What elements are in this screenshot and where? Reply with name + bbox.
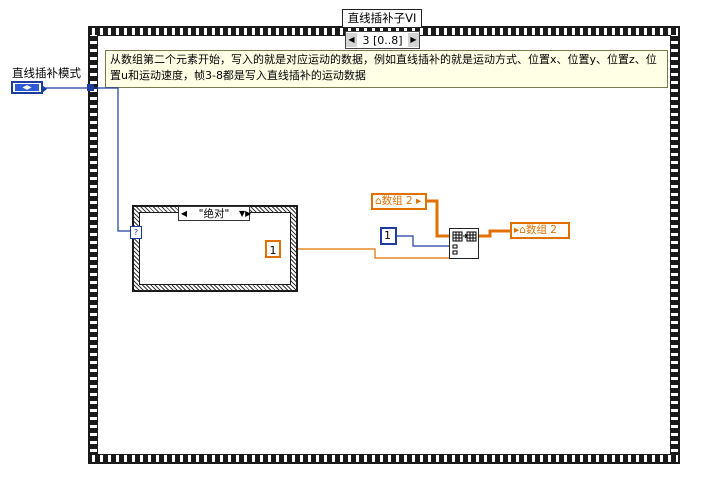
- frame-selector-value: 3 [0..8]: [362, 33, 403, 47]
- orange-wire-to-func: [297, 248, 449, 259]
- case-selector-terminal[interactable]: ?: [130, 226, 142, 239]
- array-wire-in: [427, 199, 449, 238]
- replace-array-subset-function[interactable]: [449, 228, 479, 259]
- enum-control-terminal[interactable]: ◀▶: [11, 81, 47, 94]
- tunnel-blue: [87, 84, 94, 91]
- case-selector-value: "绝对": [198, 208, 230, 220]
- numeric-constant-blue[interactable]: 1: [380, 227, 397, 245]
- enum-icon: ◀▶: [15, 84, 39, 91]
- case-prev-arrow-icon[interactable]: ◀: [180, 209, 188, 218]
- local-variable-icon: ⌂: [375, 195, 382, 207]
- frame-selector[interactable]: ◀ 3 [0..8] ▶: [345, 31, 420, 49]
- frame-next-arrow-icon[interactable]: ▶: [407, 33, 419, 47]
- blue-wire-index: [397, 235, 449, 247]
- local-variable-read-label: 数组 2: [381, 195, 413, 207]
- control-label: 直线插补模式: [12, 66, 81, 80]
- numeric-constant-orange[interactable]: 1: [265, 240, 281, 258]
- terminal-arrow-icon: [42, 85, 47, 93]
- enum-wire-inner: [94, 87, 131, 232]
- case-dropdown-icon[interactable]: ▼▶: [238, 209, 252, 218]
- array-wire-out: [479, 229, 510, 238]
- comment-box[interactable]: 从数组第二个元素开始，写入的就是对应运动的数据，例如直线插补的就是运动方式、位置…: [105, 50, 668, 88]
- local-variable-write[interactable]: ▸⌂数组 2: [510, 222, 570, 239]
- case-selector[interactable]: ◀ "绝对" ▼▶: [178, 206, 252, 221]
- frame-prev-arrow-icon[interactable]: ◀: [346, 33, 357, 47]
- local-variable-write-label: 数组 2: [525, 224, 557, 236]
- local-variable-icon: ⌂: [519, 224, 526, 236]
- local-variable-read[interactable]: ⌂数组 2 ▸: [371, 193, 427, 210]
- terminal-arrow-icon: ▸: [412, 195, 422, 207]
- terminal-arrow-icon: ▸: [514, 224, 520, 236]
- replace-array-subset-icon: [452, 231, 477, 255]
- structure-label: 直线插补子VI: [342, 9, 422, 28]
- stacked-sequence-structure[interactable]: [88, 26, 680, 464]
